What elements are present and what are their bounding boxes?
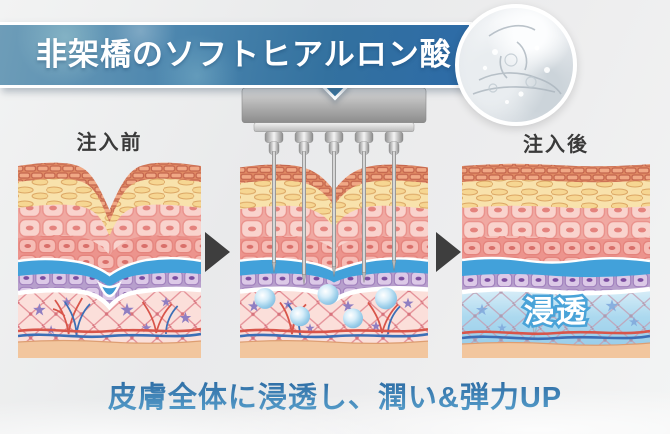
skin-diagram-before xyxy=(18,158,201,358)
needle-hubs xyxy=(264,131,404,155)
skin-before-svg xyxy=(18,162,201,358)
page-title: 非架橋のソフトヒアルロン酸 xyxy=(36,37,452,72)
injector-device xyxy=(241,87,427,155)
needles xyxy=(271,151,397,285)
caption-text: 皮膚全体に浸透し、潤い&弾力UP xyxy=(0,374,670,416)
penetration-label: 浸透 xyxy=(524,296,588,329)
injector-and-skin-svg xyxy=(240,87,428,358)
skin-after-svg: 浸透 xyxy=(462,163,650,358)
skin-diagram-after: 浸透 xyxy=(462,160,650,358)
arrow-right-icon xyxy=(205,232,230,272)
wrinkle-blue-wedge xyxy=(97,280,122,298)
before-injection-label: 注入前 xyxy=(76,132,143,154)
arrow-right-icon xyxy=(436,232,461,272)
water-splash-icon xyxy=(472,24,562,104)
skin-diagram-during-injection xyxy=(240,86,428,358)
after-injection-label: 注入後 xyxy=(523,134,589,156)
title-banner: 非架橋のソフトヒアルロン酸 xyxy=(0,22,472,88)
hyaluron-droplets xyxy=(254,284,397,329)
water-splash-photo xyxy=(455,4,577,126)
